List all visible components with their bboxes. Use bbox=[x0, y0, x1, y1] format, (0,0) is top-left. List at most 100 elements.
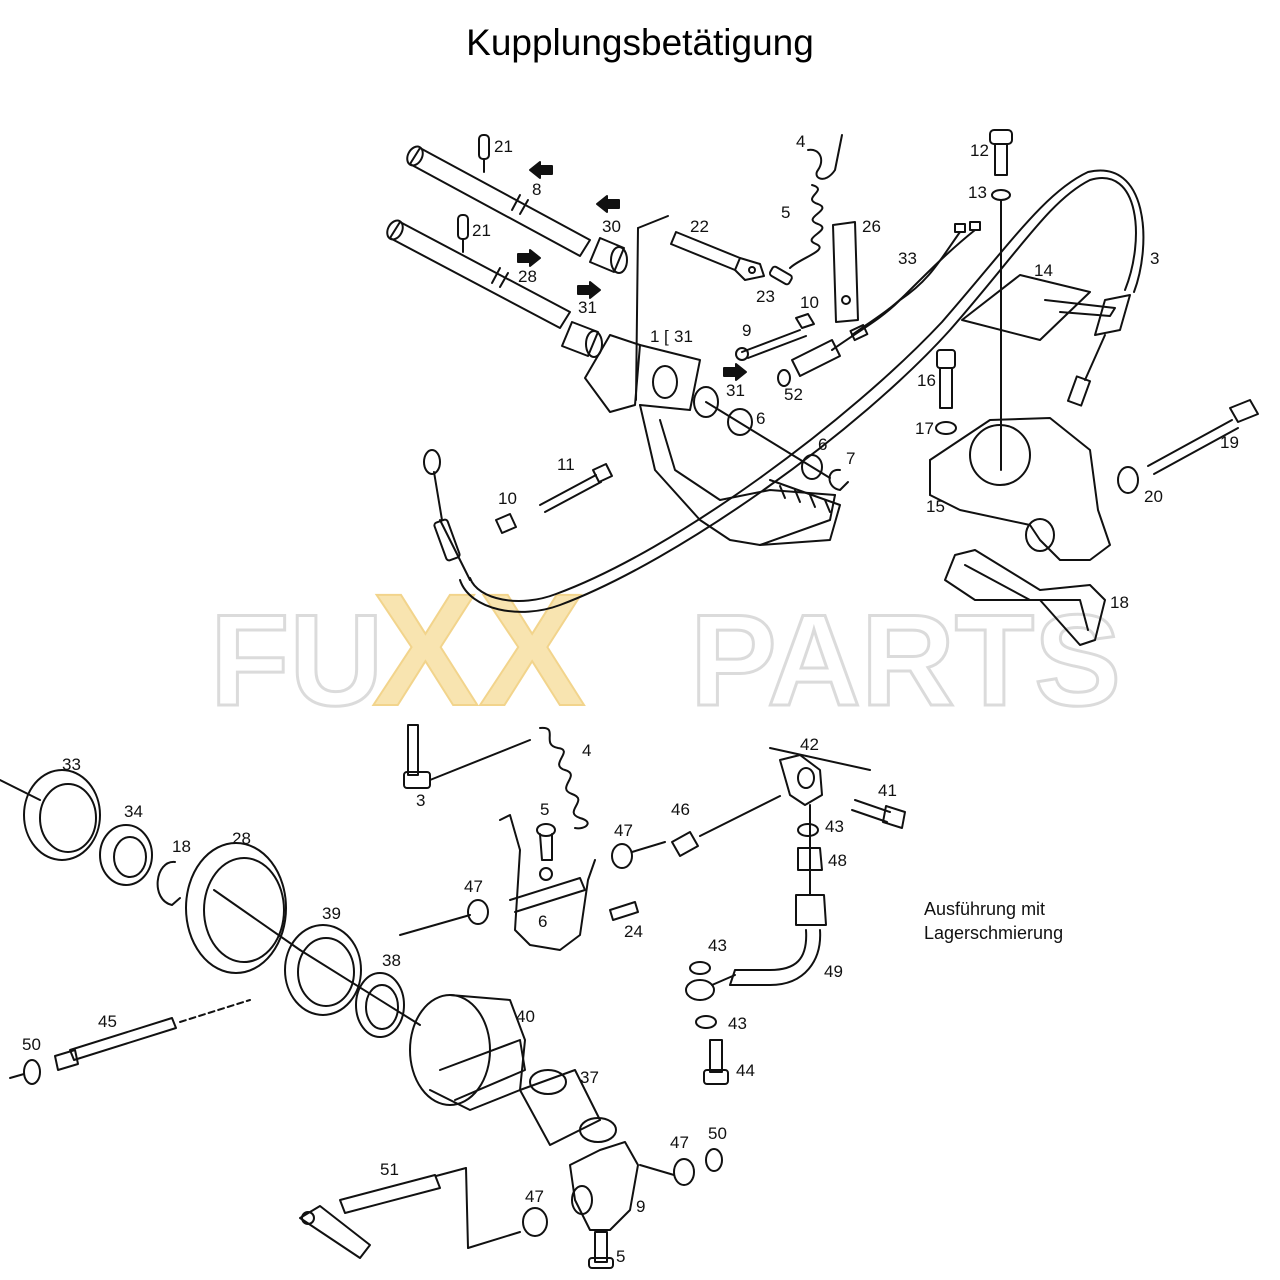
callout-18: 18 bbox=[172, 837, 191, 856]
callout-37: 37 bbox=[580, 1068, 599, 1087]
callout-28: 28 bbox=[232, 829, 251, 848]
callout-13: 13 bbox=[968, 183, 987, 202]
callout-3: 3 bbox=[416, 791, 425, 810]
washer-43-a bbox=[797, 823, 819, 837]
banjo-lower bbox=[685, 961, 736, 1029]
bolt-12 bbox=[989, 129, 1013, 176]
callout-38: 38 bbox=[382, 951, 401, 970]
pin-24 bbox=[609, 901, 639, 921]
callout-50: 50 bbox=[22, 1035, 41, 1054]
washer-50-right bbox=[705, 1148, 723, 1172]
washer-13 bbox=[991, 189, 1011, 201]
arrow-right-icon bbox=[577, 281, 601, 299]
callout-51: 51 bbox=[380, 1160, 399, 1179]
callout-20: 20 bbox=[1144, 487, 1163, 506]
bracket-14 bbox=[961, 274, 1116, 341]
callout-15: 15 bbox=[926, 497, 945, 516]
callout-43: 43 bbox=[708, 936, 727, 955]
switch-52 bbox=[777, 339, 841, 387]
bushing-47-a bbox=[467, 899, 489, 925]
clevis-pin-23 bbox=[768, 265, 793, 286]
watermark: FU XX PARTS bbox=[209, 559, 1123, 740]
washer-6-a bbox=[727, 408, 753, 436]
callout-49: 49 bbox=[824, 962, 843, 981]
arrow-right-icon bbox=[517, 249, 541, 267]
watermark-left: FU bbox=[210, 587, 383, 733]
shaft-51 bbox=[299, 1167, 521, 1259]
variant-note-line2: Lagerschmierung bbox=[924, 923, 1064, 943]
callout-31: 31 bbox=[726, 381, 745, 400]
wiring-33 bbox=[831, 221, 981, 351]
arrow-left-icon bbox=[529, 161, 553, 179]
callouts: 21 8 30 21 28 31 22 4 5 26 23 10 9 1 31 … bbox=[22, 132, 1239, 1266]
callout-21: 21 bbox=[472, 221, 491, 240]
spring-4-lower bbox=[539, 726, 589, 830]
nipple-46 bbox=[671, 795, 781, 857]
bolt-44 bbox=[703, 1039, 729, 1085]
callout-28: 28 bbox=[518, 267, 537, 286]
arrow-right-icon bbox=[723, 363, 747, 381]
shaft-45 bbox=[54, 999, 251, 1071]
callout-42: 42 bbox=[800, 735, 819, 754]
callout-9: 9 bbox=[742, 321, 751, 340]
callout-8: 8 bbox=[532, 180, 541, 199]
variant-note-line1: Ausführung mit bbox=[924, 899, 1046, 919]
svg-text:[: [ bbox=[664, 327, 669, 346]
bushing-47-b bbox=[611, 843, 633, 869]
callout-46: 46 bbox=[671, 800, 690, 819]
callout-6: 6 bbox=[756, 409, 765, 428]
bushing-47-c bbox=[522, 1207, 548, 1237]
callout-48: 48 bbox=[828, 851, 847, 870]
callout-47: 47 bbox=[614, 821, 633, 840]
carrier-40 bbox=[409, 994, 526, 1111]
callout-17: 17 bbox=[915, 419, 934, 438]
screw-5-bottom bbox=[588, 1231, 614, 1269]
callout-14: 14 bbox=[1034, 261, 1053, 280]
callout-11: 11 bbox=[557, 455, 575, 474]
ring-39 bbox=[284, 924, 362, 1016]
ring-38 bbox=[355, 972, 405, 1038]
callout-34: 34 bbox=[124, 802, 143, 821]
bushing-31-right bbox=[693, 386, 719, 418]
clip-7 bbox=[828, 468, 849, 491]
bolt-41 bbox=[851, 799, 906, 829]
callout-47: 47 bbox=[464, 877, 483, 896]
hook-4-upper bbox=[807, 134, 843, 180]
bearing-33 bbox=[23, 769, 101, 861]
housing-15 bbox=[929, 417, 1111, 561]
sleeve-37 bbox=[519, 1069, 617, 1146]
callout-47: 47 bbox=[670, 1133, 689, 1152]
watermark-mid: XX bbox=[372, 560, 585, 739]
circlip-18 bbox=[156, 860, 181, 906]
callout-16: 16 bbox=[917, 371, 936, 390]
fitting-48-lower bbox=[795, 894, 827, 926]
shaft-8 bbox=[406, 145, 591, 257]
callout-12: 12 bbox=[970, 141, 989, 160]
callout-50: 50 bbox=[708, 1124, 727, 1143]
callout-33: 33 bbox=[898, 249, 917, 268]
callout-6: 6 bbox=[818, 435, 827, 454]
callout-43: 43 bbox=[728, 1014, 747, 1033]
callout-33: 33 bbox=[62, 755, 81, 774]
bolt-19 bbox=[1147, 399, 1259, 475]
pin-21-lower bbox=[457, 214, 469, 253]
ring-34 bbox=[99, 824, 153, 886]
callout-4: 4 bbox=[796, 132, 805, 151]
callout-21: 21 bbox=[494, 137, 513, 156]
callout-40: 40 bbox=[516, 1007, 535, 1026]
callout-6: 6 bbox=[538, 912, 547, 931]
bolt-11 bbox=[539, 463, 613, 513]
callout-30: 30 bbox=[602, 217, 621, 236]
fitting-48 bbox=[797, 847, 823, 871]
callout-24: 24 bbox=[624, 922, 643, 941]
washer-17 bbox=[935, 421, 957, 435]
nut-10-lower bbox=[495, 513, 517, 534]
washer-20 bbox=[1117, 466, 1139, 494]
rod-22 bbox=[670, 231, 765, 281]
callout-19: 19 bbox=[1220, 433, 1239, 452]
callout-44: 44 bbox=[736, 1061, 755, 1080]
shaft-28 bbox=[386, 219, 571, 329]
callout-7: 7 bbox=[846, 449, 855, 468]
callout-5: 5 bbox=[781, 203, 790, 222]
